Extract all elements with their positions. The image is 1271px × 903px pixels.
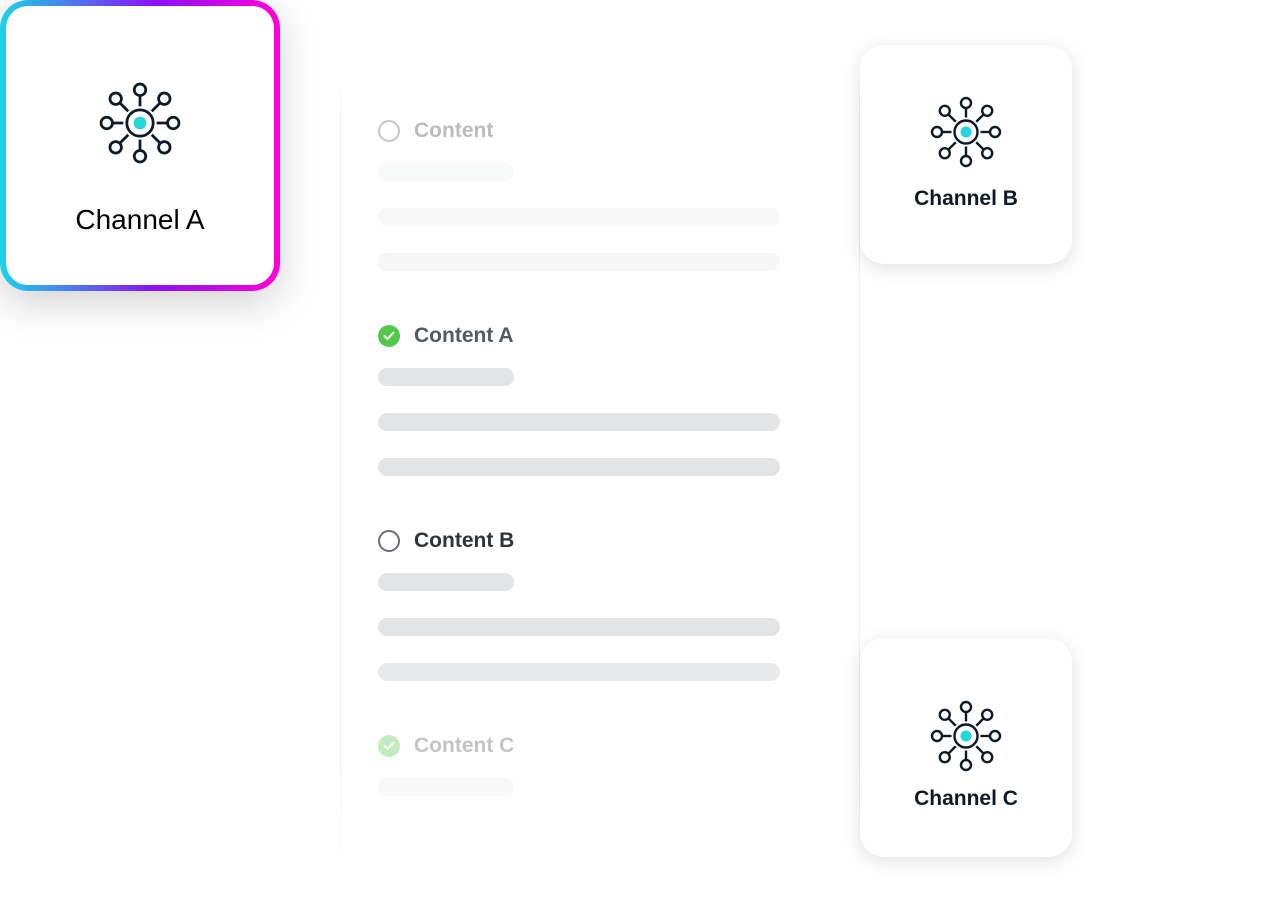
check-circle-icon <box>378 735 400 757</box>
channel-label: Channel C <box>914 787 1018 810</box>
network-hub-icon <box>99 82 181 164</box>
content-label: Content A <box>414 324 514 347</box>
unchecked-circle-icon <box>378 530 400 552</box>
network-hub-icon <box>930 96 1002 168</box>
channel-a-card[interactable]: Channel A <box>0 0 280 291</box>
check-circle-icon <box>378 325 400 347</box>
placeholder-bar <box>378 253 780 271</box>
placeholder-bar <box>378 368 514 386</box>
placeholder-bar <box>378 618 780 636</box>
fade-overlay-top <box>330 60 870 115</box>
placeholder-bar <box>378 458 780 476</box>
network-hub-icon <box>930 700 1002 772</box>
content-label: Content B <box>414 529 515 552</box>
channel-b-card[interactable]: Channel B <box>860 45 1072 264</box>
placeholder-bar <box>378 663 780 681</box>
channel-label: Channel A <box>75 204 205 235</box>
placeholder-bar <box>378 413 780 431</box>
content-label: Content <box>414 119 494 142</box>
placeholder-bar <box>378 208 780 226</box>
channel-label: Channel B <box>914 187 1018 210</box>
unchecked-circle-icon <box>378 120 400 142</box>
placeholder-bar <box>378 163 514 181</box>
fade-overlay-bottom <box>330 760 870 903</box>
placeholder-bar <box>378 573 514 591</box>
content-label: Content C <box>414 734 515 757</box>
channel-c-card[interactable]: Channel C <box>860 638 1072 857</box>
